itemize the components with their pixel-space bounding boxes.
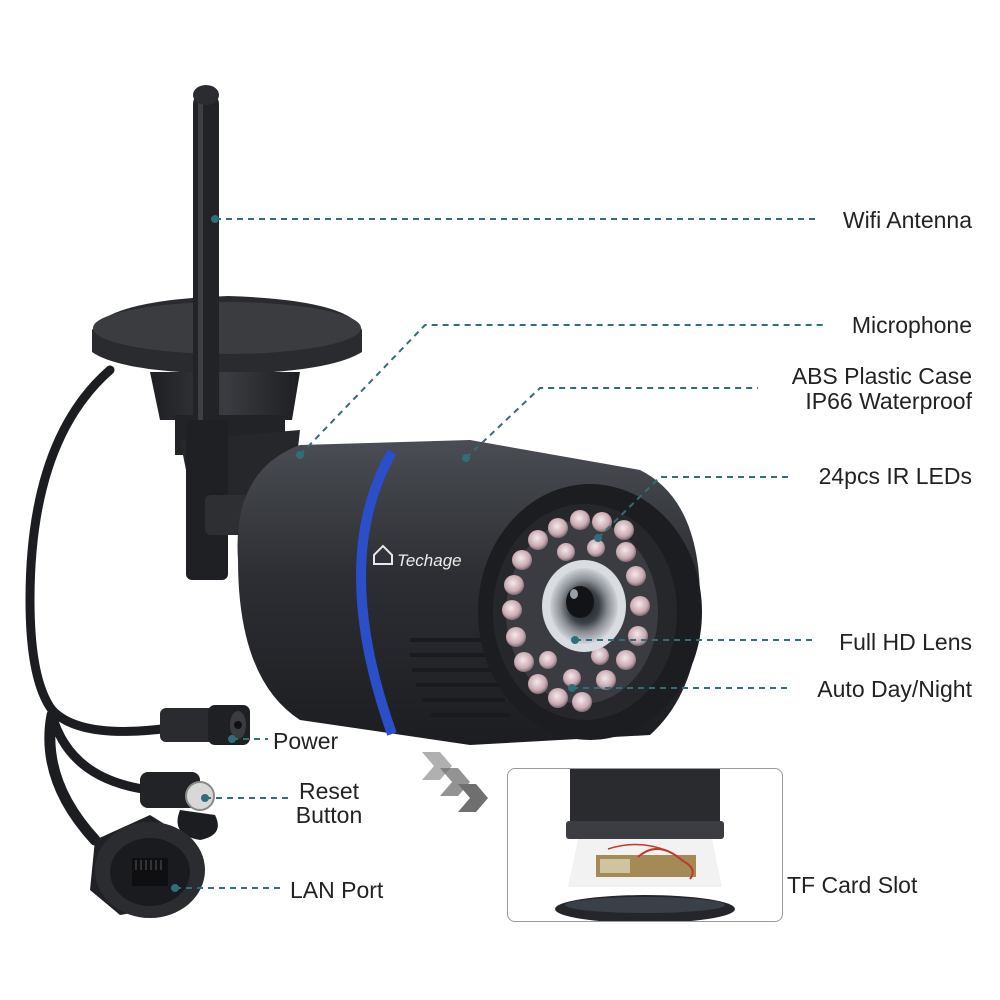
callout-ir-leds: 24pcs IR LEDs <box>818 463 972 489</box>
tf-card-inset <box>507 768 783 922</box>
power-jack <box>160 705 250 745</box>
callout-case-line2: IP66 Waterproof <box>805 388 972 414</box>
callout-lens: Full HD Lens <box>839 629 972 655</box>
lan-port-part <box>90 815 205 918</box>
svg-text:Techage: Techage <box>397 551 462 570</box>
camera-lens <box>542 560 626 652</box>
callout-power: Power <box>273 728 339 754</box>
brand-logo: Techage <box>373 544 462 570</box>
callout-microphone: Microphone <box>851 312 972 338</box>
callout-case-line1: ABS Plastic Case <box>791 363 972 389</box>
wifi-antenna <box>186 85 250 580</box>
callout-wifi-antenna: Wifi Antenna <box>842 207 972 233</box>
callout-reset-line2: Button <box>295 802 363 828</box>
camera-body <box>237 440 702 745</box>
chevron-arrows-icon <box>422 752 488 812</box>
reset-button-part <box>140 772 218 840</box>
callout-tf-card: TF Card Slot <box>787 872 918 898</box>
tf-card-inset-illustration <box>555 769 735 921</box>
callout-lan-port: LAN Port <box>290 877 384 903</box>
callout-day-night: Auto Day/Night <box>817 676 972 702</box>
ir-led-ring <box>502 510 650 712</box>
cables <box>25 365 175 846</box>
callout-reset-line1: Reset <box>298 778 360 804</box>
